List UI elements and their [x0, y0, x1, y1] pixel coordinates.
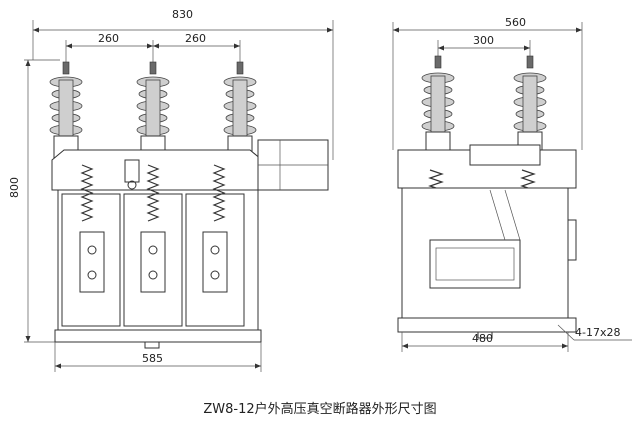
front-dim-830: 830	[172, 8, 193, 21]
side-dim-480: 480	[472, 332, 493, 345]
side-dim-300: 300	[473, 34, 494, 47]
front-dim-260-left: 260	[98, 32, 119, 45]
front-insulators	[49, 61, 257, 159]
front-dim-260-right: 260	[185, 32, 206, 45]
front-dim-800: 800	[8, 177, 21, 198]
front-dim-585: 585	[142, 352, 163, 365]
side-view: 560 300	[392, 16, 632, 352]
side-dim-mount-holes: 4-17x28	[575, 326, 620, 339]
drawing-caption: ZW8-12户外高压真空断路器外形尺寸图	[203, 401, 436, 417]
front-view: 830 260 260 800	[8, 8, 334, 372]
front-springs	[80, 164, 226, 222]
side-dim-560: 560	[505, 16, 526, 29]
